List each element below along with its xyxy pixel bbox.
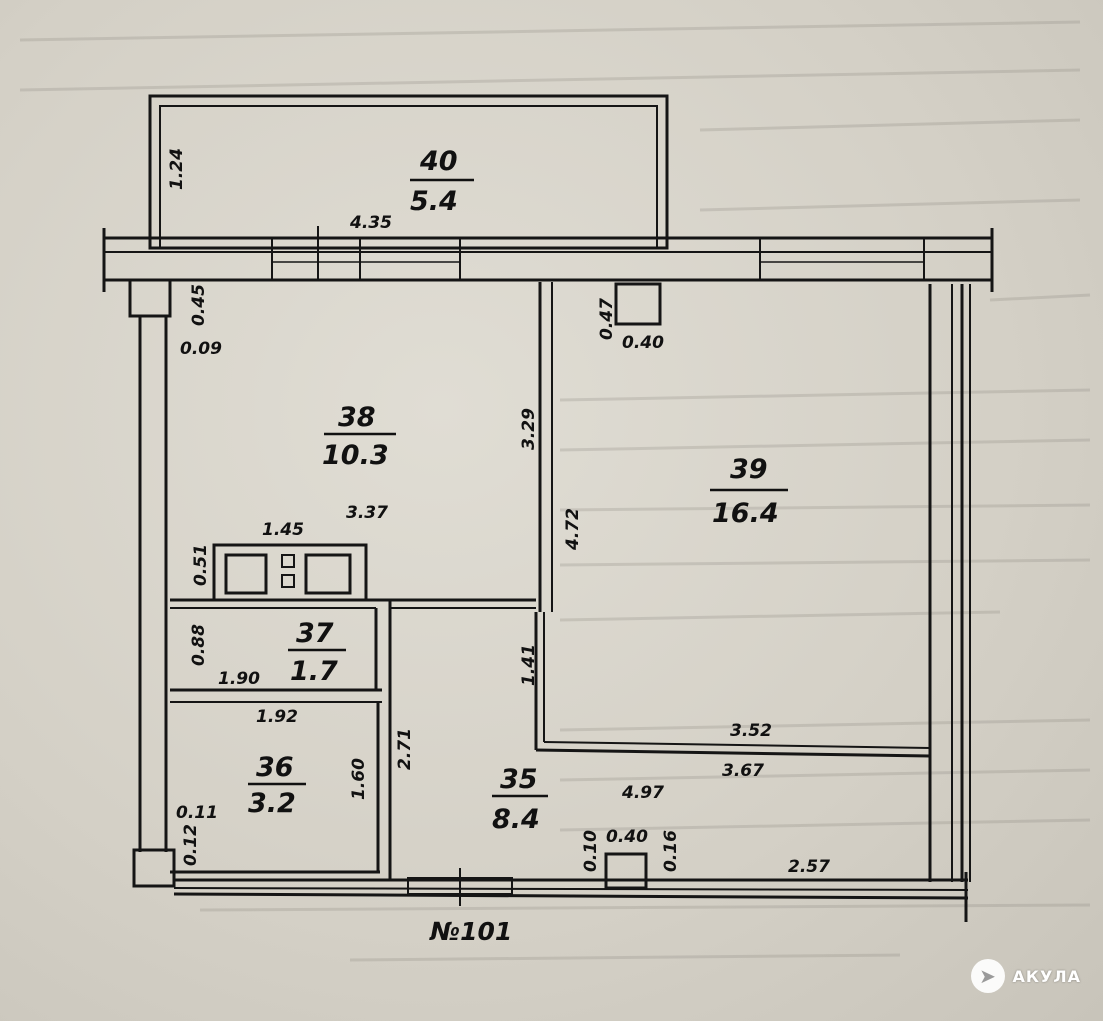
balcony (148, 94, 669, 250)
shark-logo-icon: ➤ (970, 959, 1005, 993)
room-number: 37 (296, 618, 334, 649)
room-number: 39 (730, 454, 768, 485)
room-area: 8.4 (492, 804, 540, 835)
dim-column-b: 0.09 (180, 339, 222, 359)
column-top-right (614, 282, 662, 326)
dim-partition: 1.41 (519, 644, 539, 686)
dim-hall-width: 4.97 (621, 783, 664, 803)
room-35-label: 35 8.4 (492, 764, 548, 835)
apartment-number: №101 (429, 917, 512, 946)
room-number: 35 (500, 764, 538, 795)
room-39-label: 39 16.4 (710, 454, 788, 529)
left-wall (128, 278, 176, 888)
right-wall (928, 284, 971, 882)
watermark-text: АКУЛА (1012, 966, 1081, 986)
dim-column-g: 0.16 (661, 830, 681, 872)
room-area: 16.4 (712, 498, 779, 529)
dim-room-width: 3.67 (722, 761, 764, 781)
room-38-label: 38 10.3 (322, 402, 396, 471)
room-area: 1.7 (290, 656, 338, 687)
dim-wall-end: 2.57 (788, 857, 830, 877)
room-area: 3.2 (248, 788, 296, 819)
watermark: ➤ АКУЛА (970, 959, 1081, 993)
dim-wc-height: 0.88 (189, 624, 209, 666)
dim-balcony-depth: 1.24 (167, 148, 187, 190)
room-number: 40 (419, 146, 458, 177)
bottom-wall (173, 852, 969, 922)
kitchen-niche (212, 543, 368, 602)
dim-bath-a: 0.11 (176, 803, 218, 823)
room-40-label: 40 5.4 (410, 146, 474, 217)
dim-room-width-inner: 3.52 (730, 721, 772, 741)
dim-bath-height: 1.60 (349, 758, 369, 800)
dim-niche-width: 1.45 (262, 520, 304, 540)
room-area: 5.4 (410, 186, 458, 217)
top-wall (102, 226, 994, 292)
room-36-label: 36 3.2 (248, 752, 306, 819)
dim-niche-depth: 0.51 (191, 544, 211, 586)
dim-bath-b: 0.12 (181, 824, 201, 866)
dim-kitchen-height: 3.29 (519, 408, 539, 450)
room-number: 38 (338, 402, 376, 433)
dim-balcony-length: 4.35 (349, 213, 392, 233)
room-area: 10.3 (322, 440, 389, 471)
dim-room-height: 4.72 (563, 508, 583, 551)
dim-column-e: 0.10 (581, 830, 601, 872)
dim-column-d: 0.40 (622, 333, 664, 353)
dim-wc-width: 1.90 (218, 669, 260, 689)
room-number: 36 (256, 752, 294, 783)
dim-hall-height: 2.71 (395, 728, 415, 770)
dim-kitchen-width: 3.37 (346, 503, 388, 523)
room-37-label: 37 1.7 (288, 618, 346, 687)
dim-column-f: 0.40 (606, 827, 648, 847)
dim-column-c: 0.47 (597, 298, 617, 340)
dim-bath-width: 1.92 (256, 707, 298, 727)
dim-column-a: 0.45 (189, 284, 209, 326)
background-print-texture (19, 20, 1091, 962)
